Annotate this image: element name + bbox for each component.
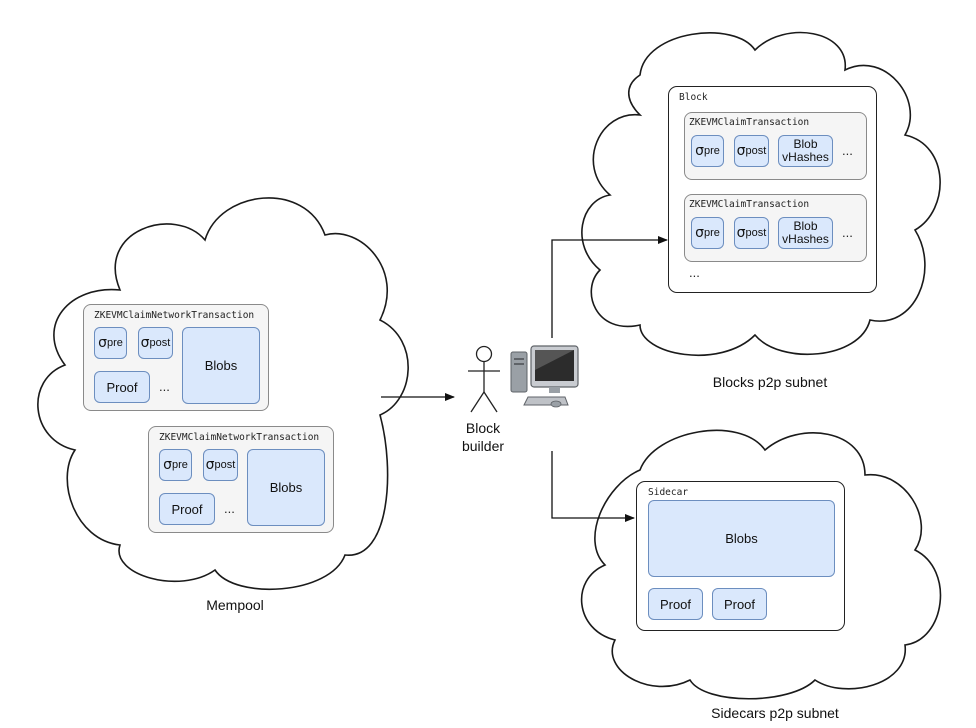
more-transactions-ellipsis: ... xyxy=(689,265,700,280)
mempool-label: Mempool xyxy=(206,597,264,613)
blob-vhashes-box: Blob vHashes xyxy=(778,217,833,249)
sigma-subscript: pre xyxy=(171,458,188,471)
proof-box: Proof xyxy=(159,493,215,525)
blob-vhashes-box: Blob vHashes xyxy=(778,135,833,167)
sigma-symbol: σ xyxy=(695,224,704,241)
blocks-subnet-label: Blocks p2p subnet xyxy=(712,374,828,390)
blob-vhashes-line2: vHashes xyxy=(782,232,829,246)
blobs-box: Blobs xyxy=(247,449,325,526)
computer-icon xyxy=(510,345,579,408)
sigma-subscript: pre xyxy=(703,226,720,239)
ellipsis: ... xyxy=(842,225,853,240)
blob-vhashes-line2: vHashes xyxy=(782,150,829,164)
sigma-symbol: σ xyxy=(98,334,107,351)
sigma-symbol: σ xyxy=(163,456,172,473)
sidecar-title: Sidecar xyxy=(648,487,689,498)
arrow-builder-to-blocks xyxy=(551,236,668,338)
blobs-box: Blobs xyxy=(182,327,260,404)
block-builder-label-line1: Block xyxy=(465,420,501,436)
ellipsis: ... xyxy=(842,143,853,158)
block-builder-label-line2: builder xyxy=(461,438,505,454)
sigma-subscript: post xyxy=(745,226,767,239)
blob-vhashes-line1: Blob xyxy=(793,219,818,233)
proof-box: Proof xyxy=(94,371,150,403)
block-title: Block xyxy=(679,92,708,103)
blobs-box: Blobs xyxy=(648,500,835,577)
transaction-title: ZKEVMClaimTransaction xyxy=(689,199,810,210)
transaction-title: ZKEVMClaimTransaction xyxy=(689,117,810,128)
sigma-symbol: σ xyxy=(140,334,150,351)
sigma-symbol: σ xyxy=(736,224,746,241)
sigma-symbol: σ xyxy=(205,456,215,473)
ellipsis: ... xyxy=(159,379,170,394)
sigma-symbol: σ xyxy=(736,142,746,159)
sigma-symbol: σ xyxy=(695,142,704,159)
sigma-subscript: post xyxy=(745,144,767,157)
sigma-subscript: pre xyxy=(703,144,720,157)
sigma-subscript: post xyxy=(214,458,236,471)
sigma-subscript: pre xyxy=(106,336,123,349)
sidecar-container: Sidecar Blobs Proof Proof xyxy=(636,481,845,631)
sigma-subscript: post xyxy=(149,336,171,349)
ellipsis: ... xyxy=(224,501,235,516)
blob-vhashes-line1: Blob xyxy=(793,137,818,151)
sidecars-subnet-label: Sidecars p2p subnet xyxy=(711,705,839,721)
transaction-title: ZKEVMClaimNetworkTransaction xyxy=(159,432,320,443)
proof-box: Proof xyxy=(648,588,703,620)
arrow-builder-to-sidecars xyxy=(551,451,635,522)
actor-icon xyxy=(468,345,500,413)
transaction-title: ZKEVMClaimNetworkTransaction xyxy=(94,310,255,321)
proof-box: Proof xyxy=(712,588,767,620)
